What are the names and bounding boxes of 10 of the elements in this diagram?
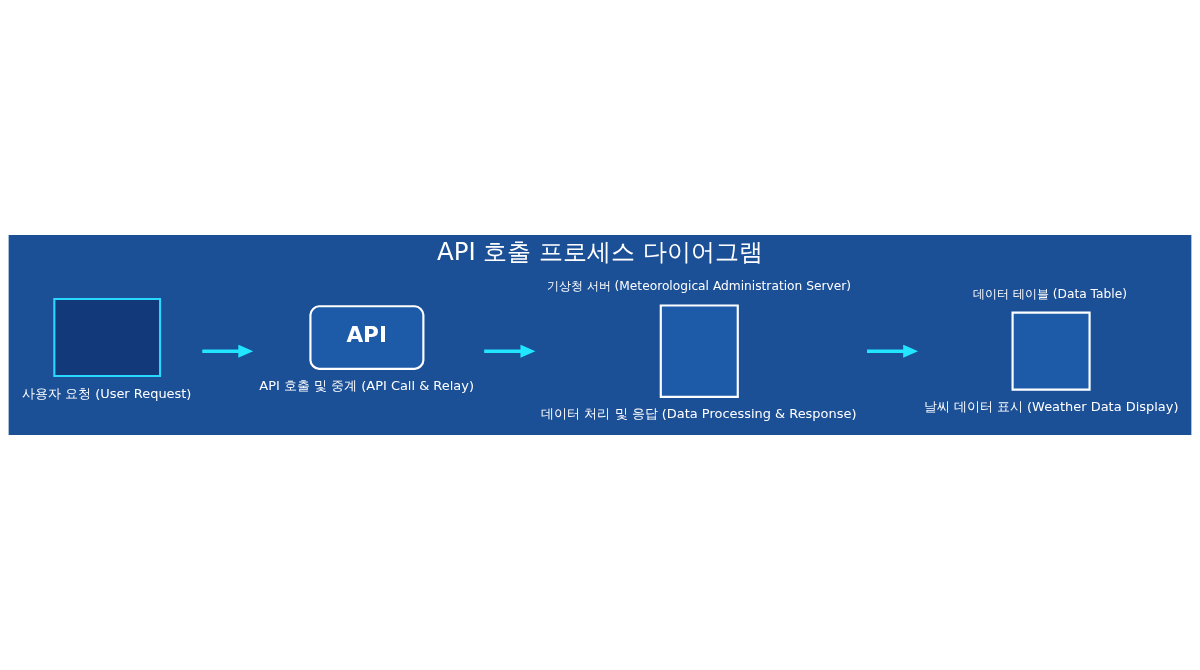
node-label: 기상청 서버 (Meteorological Administration Server) — [546, 279, 852, 294]
node-label: 데이터 처리 및 응답 (Data Processing & Response) — [541, 406, 857, 422]
node-label: 데이터 테이블 (Data Table) — [973, 286, 1127, 301]
node-label: API 호출 및 중계 (API Call & Relay) — [259, 378, 474, 394]
node-label: 날씨 데이터 표시 (Weather Data Display) — [923, 399, 1179, 415]
diagram-title: API 호출 프로세스 다이어그램 — [436, 237, 764, 267]
arrow — [202, 344, 254, 358]
arrow — [484, 344, 536, 358]
node-label: 사용자 요청 (User Request) — [21, 385, 192, 401]
arrow — [867, 344, 919, 358]
